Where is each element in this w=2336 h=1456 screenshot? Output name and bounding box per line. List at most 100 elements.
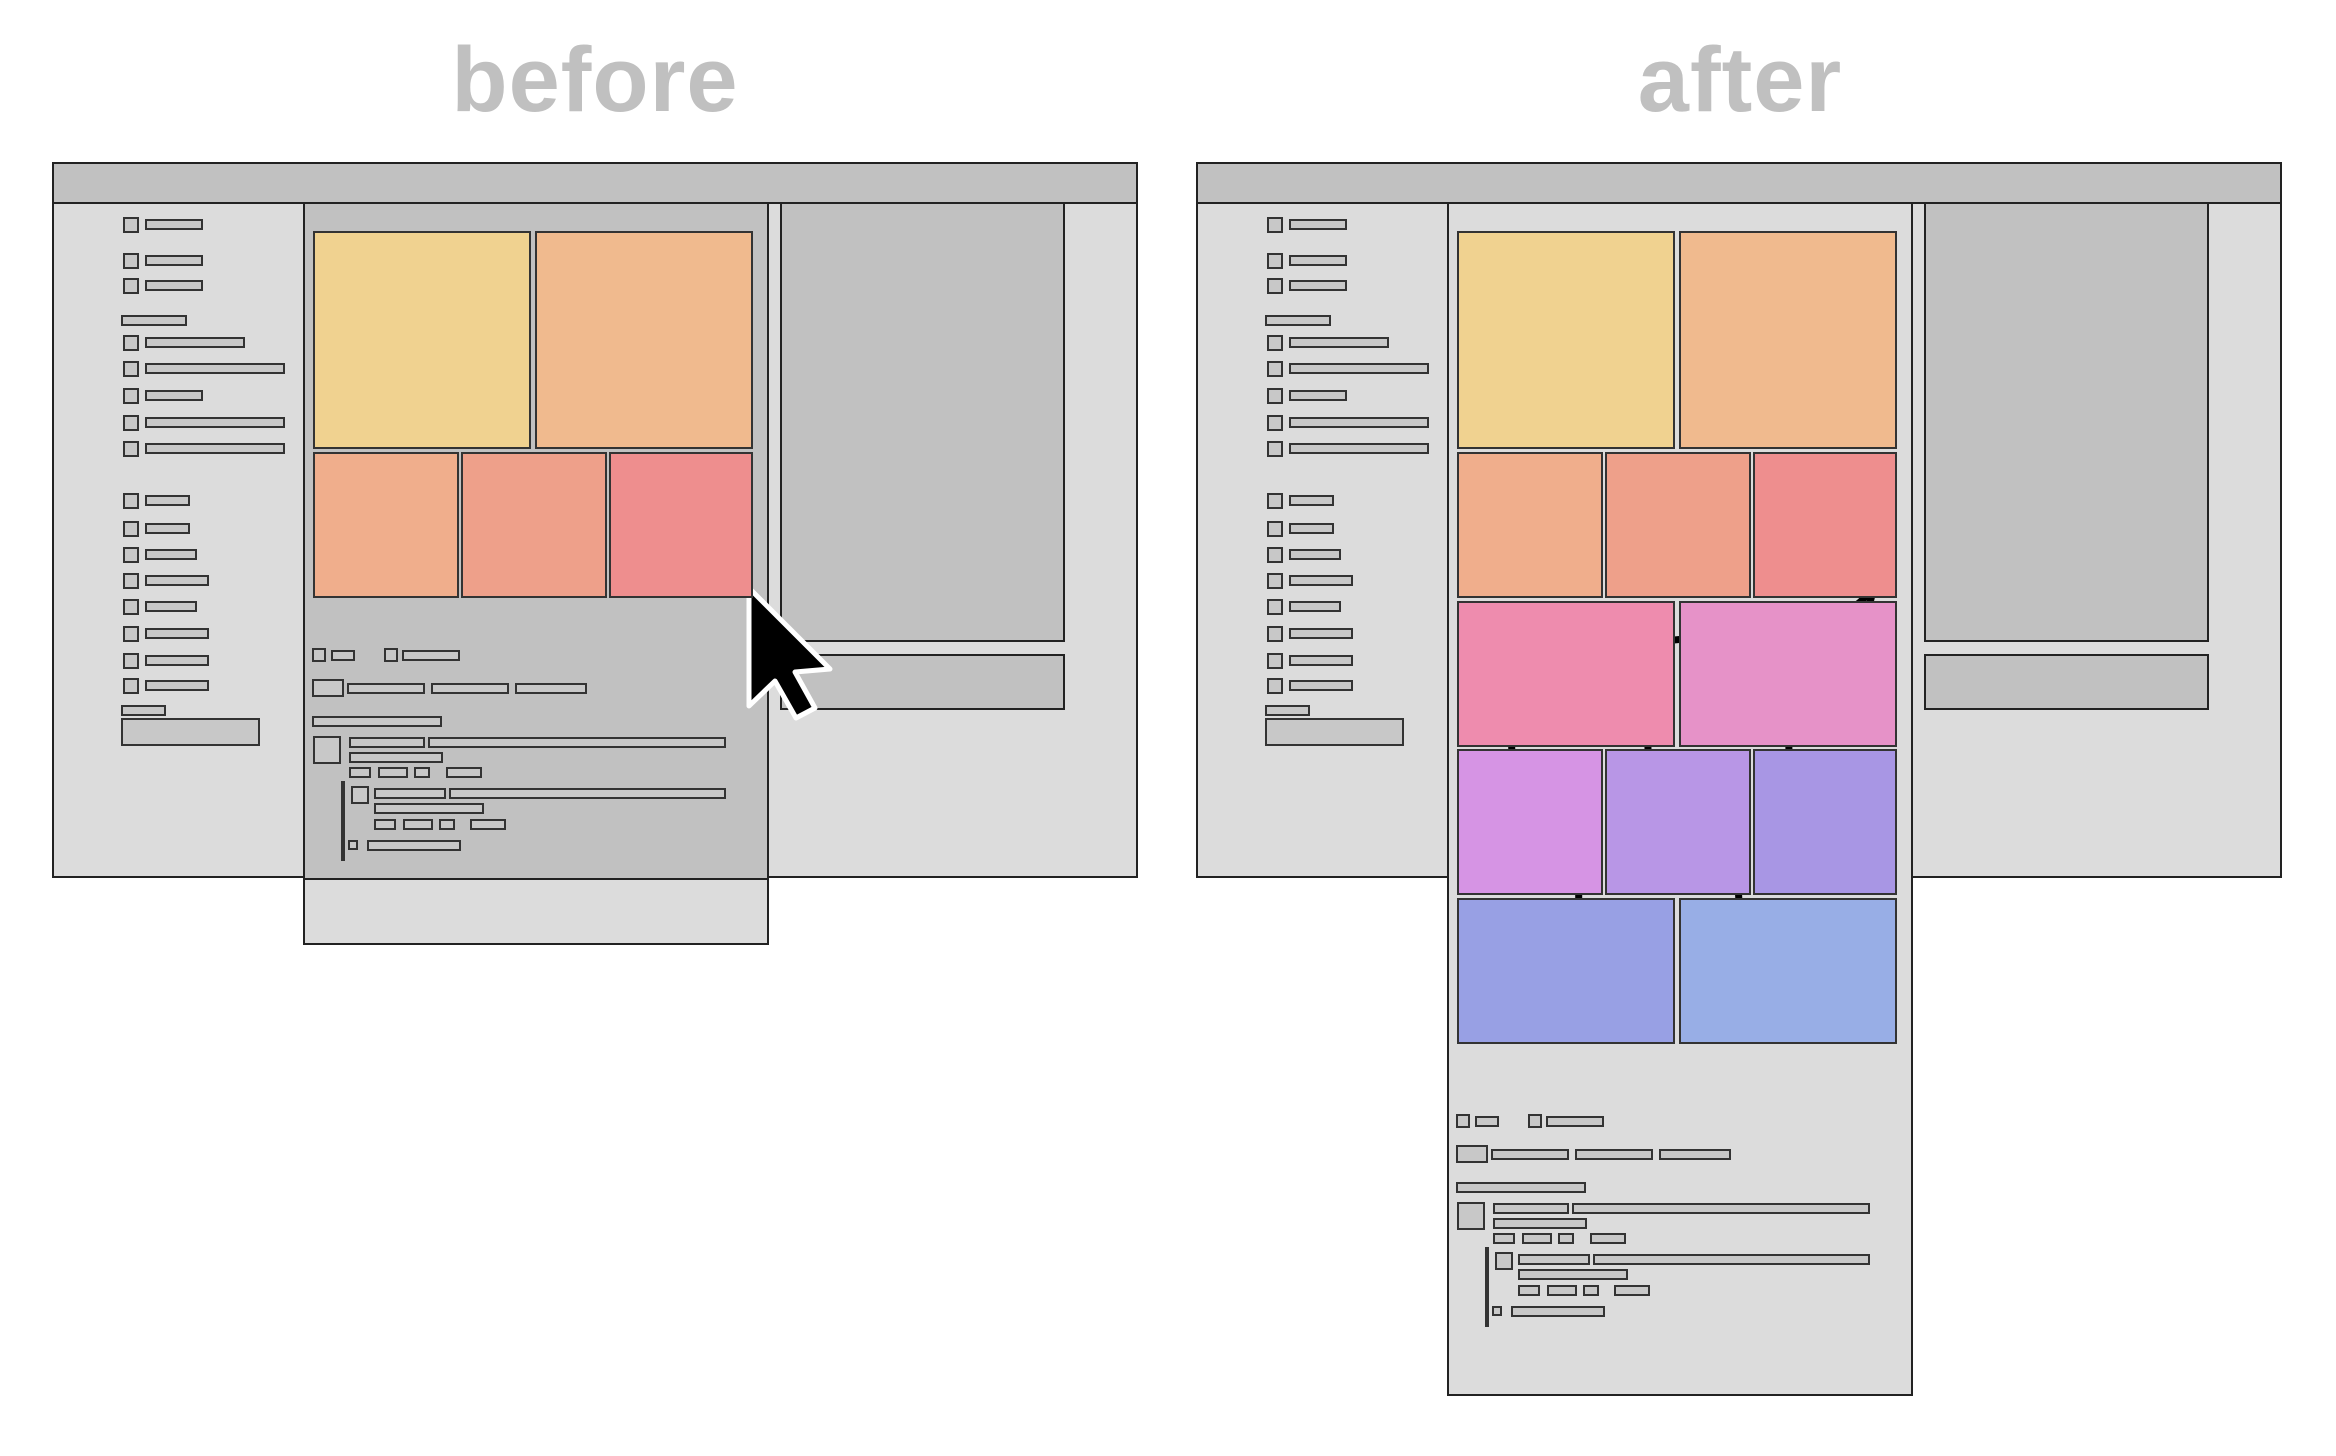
sidebar-checkbox (123, 678, 139, 694)
sidebar-item-label (145, 390, 203, 401)
content-label (378, 767, 408, 778)
tile (1679, 601, 1897, 747)
sidebar-checkbox (123, 361, 139, 377)
content-label (431, 683, 509, 694)
content-thumbnail (312, 679, 344, 697)
sidebar-item-label (1289, 495, 1334, 506)
sidebar-item-label (145, 495, 190, 506)
sidebar-item-label (1289, 337, 1389, 348)
content-checkbox (384, 648, 398, 662)
content-label (1558, 1233, 1574, 1244)
content-checkbox (1528, 1114, 1542, 1128)
sidebar-item-label (145, 363, 285, 374)
content-label (1493, 1203, 1569, 1214)
content-label (1511, 1306, 1605, 1317)
thread-line (341, 781, 345, 861)
sidebar-checkbox (1267, 599, 1283, 615)
content-label (428, 737, 726, 748)
content-label (1491, 1149, 1569, 1160)
sidebar-checkbox (1267, 441, 1283, 457)
sidebar-checkbox (1267, 278, 1283, 294)
content-label (1518, 1254, 1590, 1265)
sidebar-checkbox (123, 441, 139, 457)
sidebar-checkbox (123, 335, 139, 351)
side-panel-footer (1924, 654, 2209, 710)
sidebar-item-label (1289, 549, 1341, 560)
content-checkbox-small (348, 840, 358, 850)
sidebar-item-label (145, 523, 190, 534)
cursor-arrow-icon (746, 585, 833, 721)
content-label (1518, 1285, 1540, 1296)
content-label (331, 650, 355, 661)
sidebar-checkbox (123, 573, 139, 589)
sidebar-item-label (145, 219, 203, 230)
sidebar-checkbox (1267, 361, 1283, 377)
content-label (414, 767, 430, 778)
sidebar-item-label (1289, 219, 1347, 230)
content-avatar (1457, 1202, 1485, 1230)
tile (1679, 898, 1897, 1044)
tile (1457, 749, 1603, 895)
sidebar-item-label (145, 575, 209, 586)
sidebar-section-header (1265, 315, 1331, 326)
content-label (347, 683, 425, 694)
sidebar-item-label (145, 255, 203, 266)
content-label (349, 752, 443, 763)
before-heading: before (451, 29, 739, 131)
content-label (449, 788, 726, 799)
content-label (470, 819, 506, 830)
content-label (349, 737, 425, 748)
sidebar-item-label (145, 417, 285, 428)
sidebar-item-label (145, 680, 209, 691)
tile (535, 231, 753, 449)
side-panel (1924, 202, 2209, 642)
content-heading (312, 716, 442, 727)
content-heading (1456, 1182, 1586, 1193)
sidebar-checkbox (123, 653, 139, 669)
content-label (374, 819, 396, 830)
tile (461, 452, 607, 598)
sidebar-item-label (1289, 680, 1353, 691)
sidebar-checkbox (123, 493, 139, 509)
sidebar-item-label (1289, 628, 1353, 639)
content-label (1493, 1233, 1515, 1244)
sidebar-checkbox (123, 278, 139, 294)
sidebar-item-label (1289, 655, 1353, 666)
sidebar-item-label (1289, 390, 1347, 401)
content-label (367, 840, 461, 851)
tile (1457, 231, 1675, 449)
content-thumbnail (1456, 1145, 1488, 1163)
sidebar-checkbox (123, 599, 139, 615)
thread-line (1485, 1247, 1489, 1327)
after-heading: after (1637, 29, 1843, 131)
sidebar-checkbox (1267, 521, 1283, 537)
content-label (446, 767, 482, 778)
content-avatar-small (351, 786, 369, 804)
content-label (374, 788, 446, 799)
sidebar-item-label (145, 549, 197, 560)
sidebar-item-label (145, 443, 285, 454)
content-checkbox (312, 648, 326, 662)
content-label (1522, 1233, 1552, 1244)
content-label (515, 683, 587, 694)
content-avatar (313, 736, 341, 764)
sidebar-item-label (145, 655, 209, 666)
tile (1457, 601, 1675, 747)
sidebar-item-label (1289, 280, 1347, 291)
content-label (403, 819, 433, 830)
sidebar-checkbox (1267, 626, 1283, 642)
sidebar-checkbox (1267, 678, 1283, 694)
sidebar-checkbox (123, 388, 139, 404)
content-label (374, 803, 484, 814)
sidebar-checkbox (1267, 653, 1283, 669)
tile (609, 452, 753, 598)
content-label (1593, 1254, 1870, 1265)
sidebar-checkbox (123, 547, 139, 563)
tile (1753, 452, 1897, 598)
sidebar-checkbox (1267, 253, 1283, 269)
content-checkbox (1456, 1114, 1470, 1128)
tile (313, 231, 531, 449)
tile (1457, 898, 1675, 1044)
sidebar-checkbox (1267, 547, 1283, 563)
